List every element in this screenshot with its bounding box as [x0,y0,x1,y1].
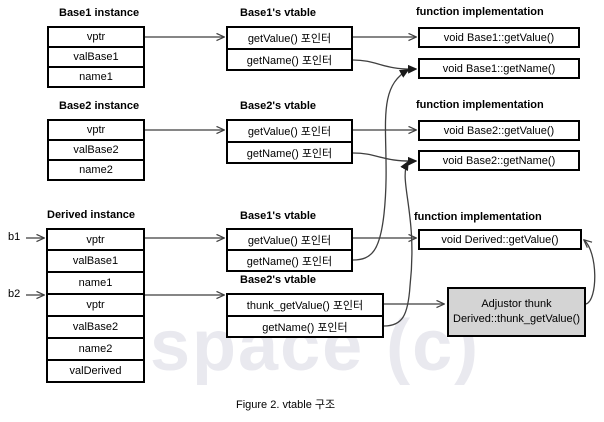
figure-caption: Figure 2. vtable 구조 [236,399,336,411]
base1-vtable-row-getvalue: getValue() 포인터 [228,28,351,50]
base2-instance-box: vptr valBase2 name2 [47,119,145,181]
wire-derived-getname-to-base1 [352,70,408,261]
derived-instance-row-name1: name1 [48,273,143,295]
heading-derived-base1-vtable: Base1's vtable [240,210,316,222]
fnbox-base2-getname: void Base2::getName() [418,150,580,171]
base2-vtable-box: getValue() 포인터 getName() 포인터 [226,119,353,164]
wire-derived-getname-to-base2 [383,162,413,327]
heading-derived-instance: Derived instance [47,209,136,221]
label-b1: b1 [8,231,21,243]
heading-base1-vtable: Base1's vtable [240,7,316,19]
base1-vtable-box: getValue() 포인터 getName() 포인터 [226,26,353,71]
base1-vtable-row-getname: getName() 포인터 [228,50,351,69]
heading-base2-instance: Base2 instance [59,100,140,112]
fnbox-base1-getvalue: void Base1::getValue() [418,27,580,48]
heading-function-implementation-1: function implementation [416,6,544,18]
fnbox-base2-getvalue: void Base2::getValue() [418,120,580,141]
wire-base2-getname [352,152,416,161]
derived-instance-row-valbase1: valBase1 [48,251,143,273]
base2-vtable-row-getname: getName() 포인터 [228,143,351,162]
derived-instance-row-valbase2: valBase2 [48,317,143,339]
derived-instance-row-vptr2: vptr [48,295,143,317]
derived-instance-row-vptr1: vptr [48,230,143,251]
derived-instance-box: vptr valBase1 name1 vptr valBase2 name2 … [46,228,145,383]
base2-instance-row-vptr: vptr [49,121,143,141]
fnbox-derived-getvalue: void Derived::getValue() [418,229,582,250]
derived-base2-vtable-row-thunkgetvalue: thunk_getValue() 포인터 [228,295,382,317]
derived-base1-vtable-row-getname: getName() 포인터 [228,251,351,270]
heading-base1-instance: Base1 instance [59,7,140,19]
derived-instance-row-name2: name2 [48,339,143,361]
label-b2: b2 [8,288,21,300]
base1-instance-row-name1: name1 [49,68,143,86]
base2-instance-row-name2: name2 [49,161,143,179]
derived-base2-vtable-box: thunk_getValue() 포인터 getName() 포인터 [226,293,384,338]
derived-instance-row-valderived: valDerived [48,361,143,381]
derived-base1-vtable-box: getValue() 포인터 getName() 포인터 [226,228,353,272]
derived-base1-vtable-row-getvalue: getValue() 포인터 [228,230,351,251]
heading-derived-base2-vtable: Base2's vtable [240,274,316,286]
derived-base2-vtable-row-getname: getName() 포인터 [228,317,382,336]
wire-base1-getname [352,59,416,69]
base1-instance-box: vptr valBase1 name1 [47,26,145,88]
fnbox-adjustor-thunk: Adjustor thunk Derived::thunk_getValue() [447,287,586,337]
base2-instance-row-valbase2: valBase2 [49,141,143,161]
base1-instance-row-valbase1: valBase1 [49,48,143,68]
fnbox-base1-getname: void Base1::getName() [418,58,580,79]
adjustor-thunk-line1: Adjustor thunk [481,298,552,311]
heading-base2-vtable: Base2's vtable [240,100,316,112]
adjustor-thunk-line2: Derived::thunk_getValue() [453,313,580,325]
base1-instance-row-vptr: vptr [49,28,143,48]
heading-function-implementation-2: function implementation [416,99,544,111]
base2-vtable-row-getvalue: getValue() 포인터 [228,121,351,143]
heading-function-implementation-3: function implementation [414,211,542,223]
